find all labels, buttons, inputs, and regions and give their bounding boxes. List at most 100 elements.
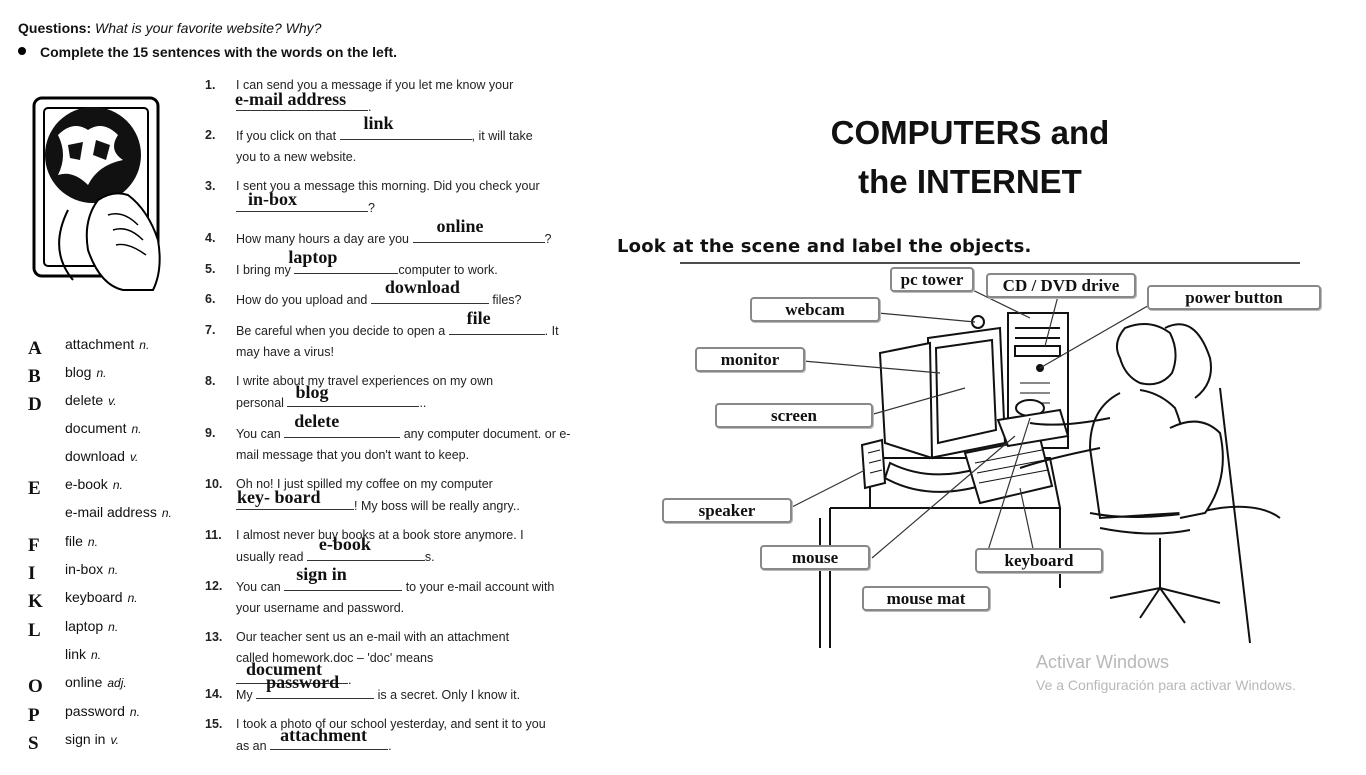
word-letter: A (28, 338, 42, 359)
sentence-number: 5. (205, 262, 216, 276)
answer-text: e-book (318, 534, 371, 554)
sentence-text: You can sign in to your e-mail account w… (236, 564, 556, 619)
sentence-8: 8. I write about my travel experiences o… (205, 371, 575, 413)
bullet-icon (18, 47, 26, 56)
sentence-text: I write about my travel experiences on m… (236, 371, 526, 414)
sentence-after: .. (419, 396, 427, 410)
sentence-text: Be careful when you decide to open a fil… (236, 308, 572, 363)
answer-blank[interactable]: laptop (288, 247, 399, 274)
sentence-after: is a secret. Only I know it. (377, 688, 521, 702)
answer-text: download (384, 277, 460, 297)
answer-text: password (266, 672, 340, 692)
sentence-11: 11. I almost never buy books at a book s… (205, 525, 575, 567)
label-screen: screen (715, 403, 873, 428)
word-pos: n. (108, 620, 119, 634)
word-letter: E (28, 478, 41, 499)
word-text: online (65, 674, 103, 690)
answer-blank[interactable]: key- board (236, 487, 354, 510)
answer-blank[interactable]: e-book (306, 534, 425, 561)
answer-text: delete (294, 411, 340, 431)
answer-blank[interactable]: sign in (284, 564, 403, 591)
sentence-text: My password is a secret. Only I know it. (236, 672, 576, 706)
answer-blank[interactable]: attachment (270, 725, 389, 750)
title-line-1: COMPUTERS and (830, 114, 1110, 151)
label-mouse-mat: mouse mat (862, 586, 990, 611)
sentence-number: 6. (205, 292, 216, 306)
sentence-text: Oh no! I just spilled my coffee on my co… (236, 474, 576, 517)
word-letter: B (28, 366, 41, 387)
sentence-before: You can (236, 427, 281, 441)
label-keyboard: keyboard (975, 548, 1103, 573)
answer-blank[interactable]: in-box (236, 189, 368, 212)
sentence-14: 14. My password is a secret. Only I know… (205, 672, 576, 706)
activation-watermark-subtitle: Ve a Configuración para activar Windows. (1036, 677, 1296, 693)
answer-blank[interactable]: online (412, 216, 545, 243)
word-pos: n. (139, 338, 150, 352)
sentence-number: 2. (205, 128, 216, 142)
sentence-after: ? (368, 201, 375, 215)
sentence-3: 3. I sent you a message this morning. Di… (205, 176, 575, 218)
word-text: e-mail address (65, 504, 157, 520)
word-letter: S (28, 733, 39, 754)
answer-text: in-box (248, 189, 298, 209)
answer-blank[interactable]: document (236, 659, 348, 684)
answer-blank[interactable]: link (339, 113, 472, 140)
activation-watermark-title: Activar Windows (1036, 652, 1170, 672)
word-pos: n. (108, 563, 119, 577)
sentence-after: . It may have a virus! (236, 324, 559, 359)
word-letter: D (28, 394, 42, 415)
word-text: keyboard (65, 589, 123, 605)
sentence-text: I almost never buy books at a book store… (236, 525, 546, 568)
word-letter: L (28, 620, 41, 641)
sentence-text: I sent you a message this morning. Did y… (236, 176, 576, 219)
globe-hand-illustration (32, 96, 161, 291)
label-webcam: webcam (750, 297, 880, 322)
sentence-text: If you click on that link, it will take … (236, 113, 556, 168)
sentence-number: 11. (205, 528, 222, 542)
sentence-before: I took a photo of our school yesterday, … (236, 717, 546, 753)
sentence-number: 3. (205, 179, 216, 193)
answer-blank[interactable]: file (448, 308, 545, 335)
answer-blank[interactable]: password (256, 672, 375, 699)
sentence-number: 1. (205, 78, 216, 92)
sentence-text: Our teacher sent us an e-mail with an at… (236, 627, 536, 691)
word-text: e-book (65, 476, 108, 492)
computer-scene-illustration (680, 262, 1300, 648)
answer-text: online (436, 216, 484, 236)
sentence-after: . (388, 739, 392, 753)
answer-blank[interactable]: delete (284, 411, 401, 438)
sentence-before: I can send you a message if you let me k… (236, 78, 514, 92)
answer-blank[interactable]: e-mail address (235, 89, 368, 111)
label-mouse: mouse (760, 545, 870, 570)
sentence-before: I write about my travel experiences on m… (236, 374, 494, 410)
questions-heading: Questions: What is your favorite website… (18, 20, 321, 36)
answer-blank[interactable]: blog (287, 382, 420, 407)
word-pos: n. (131, 422, 142, 436)
sentence-before: You can (236, 580, 281, 594)
word-pos: v. (110, 733, 119, 747)
answer-blank[interactable]: download (370, 277, 489, 304)
answer-text: sign in (296, 564, 347, 584)
sentence-10: 10. Oh no! I just spilled my coffee on m… (205, 474, 575, 516)
word-letter: O (28, 676, 43, 697)
sentence-13: 13. Our teacher sent us an e-mail with a… (205, 627, 575, 687)
sentence-number: 9. (205, 426, 216, 440)
sentence-after: files? (492, 293, 522, 307)
sentence-after: s. (424, 550, 435, 564)
word-pos: n. (161, 506, 172, 520)
sentence-9: 9. You can delete any computer document.… (205, 411, 575, 465)
label-power-button: power button (1147, 285, 1321, 310)
word-text: attachment (65, 336, 135, 352)
word-pos: n. (129, 705, 140, 719)
